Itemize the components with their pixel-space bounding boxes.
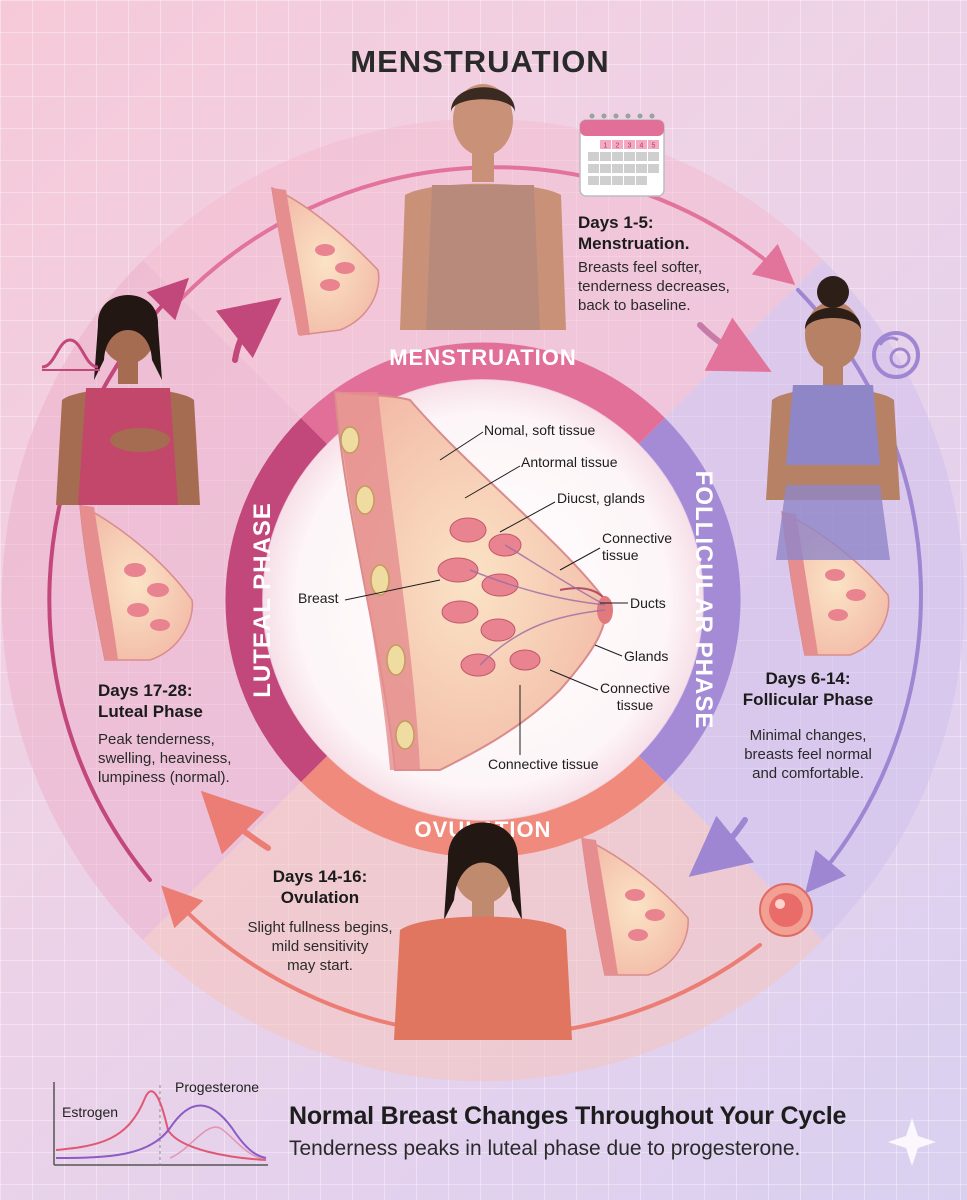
person-luteal — [56, 295, 200, 505]
label-glands: Glands — [624, 648, 669, 664]
luteal-days: Days 17-28: — [98, 681, 193, 700]
egg-cell-icon — [759, 883, 813, 937]
hormone-chart — [53, 1082, 268, 1166]
breast-illustration-luteal — [79, 503, 194, 661]
label-connective-line: tissue — [616, 697, 654, 713]
label-connective-line: Connective — [600, 680, 671, 696]
estrogen-curve — [55, 1090, 267, 1161]
breast-illustration-ovulation — [581, 836, 689, 976]
ovulation-days: Days 14-16: — [272, 867, 368, 886]
footer-title: Normal Breast Changes Throughout Your Cy… — [289, 1102, 847, 1130]
follicular-info: Days 6-14: Follicular Phase Minimal chan… — [718, 668, 898, 783]
person-follicular — [766, 276, 900, 560]
progesterone-label: Progesterone — [175, 1079, 260, 1095]
calendar-day-4: 4 — [640, 143, 644, 150]
luteal-description: Peak tenderness, swelling, heaviness, lu… — [98, 730, 278, 787]
breast-illustration-menstruation — [271, 186, 380, 336]
hormone-wave-icon — [41, 338, 100, 371]
luteal-name: Luteal Phase — [98, 702, 203, 721]
menstruation-desc-line: tenderness decreases, — [578, 278, 730, 295]
follicular-desc-line: Minimal changes, — [749, 727, 867, 744]
ring-label-luteal: LUTEAL PHASE — [249, 502, 276, 698]
menstruation-heading: Days 1-5: Menstruation. — [578, 212, 778, 254]
ovulation-heading: Days 14-16: Ovulation — [230, 866, 410, 908]
footer-subtitle: Tenderness peaks in luteal phase due to … — [289, 1137, 801, 1160]
calendar-day-3: 3 — [628, 143, 632, 150]
person-ovulation — [394, 822, 572, 1040]
menstruation-days: Days 1-5: — [578, 213, 654, 232]
sparkle-icon — [888, 1118, 936, 1166]
label-breast: Breast — [298, 590, 339, 606]
label-connective-tissue-1: Connective tissue — [602, 530, 672, 564]
luteal-desc-line: Peak tenderness, — [98, 731, 215, 748]
follicle-icon — [872, 331, 920, 379]
menstruation-description: Breasts feel softer, tenderness decrease… — [578, 258, 778, 315]
follicular-days: Days 6-14: — [765, 669, 851, 688]
ovulation-desc-line: mild sensitivity — [271, 938, 369, 955]
ovulation-description: Slight fullness begins, mild sensitivity… — [230, 918, 410, 975]
label-ducts: Ducts — [630, 595, 666, 611]
menstruation-desc-line: back to baseline. — [578, 297, 691, 314]
breast-anatomy-illustration — [333, 390, 613, 771]
label-normal-tissue: Nomal, soft tissue — [484, 422, 596, 438]
menstruation-desc-line: Breasts feel softer, — [578, 259, 703, 276]
label-ducts-glands: Diucst, glands — [557, 490, 645, 506]
estrogen-label: Estrogen — [62, 1104, 119, 1120]
menstruation-name: Menstruation. — [578, 234, 690, 253]
person-menstruation — [400, 84, 566, 330]
luteal-info: Days 17-28: Luteal Phase Peak tenderness… — [98, 680, 278, 787]
ring-label-menstruation: MENSTRUATION — [389, 345, 577, 370]
follicular-heading: Days 6-14: Follicular Phase — [718, 668, 898, 710]
calendar-icon: 1 2 3 4 5 — [579, 113, 665, 197]
label-connective-line: Connective — [602, 530, 673, 546]
ovulation-name: Ovulation — [280, 888, 360, 907]
follicular-desc-line: breasts feel normal — [744, 746, 872, 763]
progesterone-curve — [55, 1104, 267, 1159]
menstruation-info: Days 1-5: Menstruation. Breasts feel sof… — [578, 212, 778, 315]
label-connective-tissue-3: Connective tissue — [488, 756, 599, 772]
label-abnormal-tissue: Antormal tissue — [521, 454, 618, 470]
ovulation-desc-line: Slight fullness begins, — [247, 919, 393, 936]
anatomy-leader-lines — [344, 431, 628, 755]
calendar-day-5: 5 — [652, 143, 656, 150]
ovulation-info: Days 14-16: Ovulation Slight fullness be… — [230, 866, 410, 975]
luteal-desc-line: swelling, heaviness, — [98, 750, 232, 767]
footer: Normal Breast Changes Throughout Your Cy… — [289, 1102, 949, 1161]
follicular-name: Follicular Phase — [742, 690, 874, 709]
calendar-day-1: 1 — [604, 143, 608, 150]
label-connective-tissue-2: Connective tissue — [600, 680, 670, 714]
cycle-arrows — [47, 165, 923, 1038]
follicular-description: Minimal changes, breasts feel normal and… — [718, 726, 898, 783]
luteal-desc-line: lumpiness (normal). — [98, 769, 230, 786]
top-title: MENSTRUATION — [350, 44, 610, 79]
label-connective-line: tissue — [602, 547, 639, 563]
ring-label-follicular: FOLLICULAR PHASE — [690, 471, 717, 730]
ovulation-desc-line: may start. — [287, 957, 353, 974]
calendar-day-2: 2 — [616, 143, 620, 150]
luteal-heading: Days 17-28: Luteal Phase — [98, 680, 278, 722]
follicular-desc-line: and comfortable. — [752, 765, 864, 782]
